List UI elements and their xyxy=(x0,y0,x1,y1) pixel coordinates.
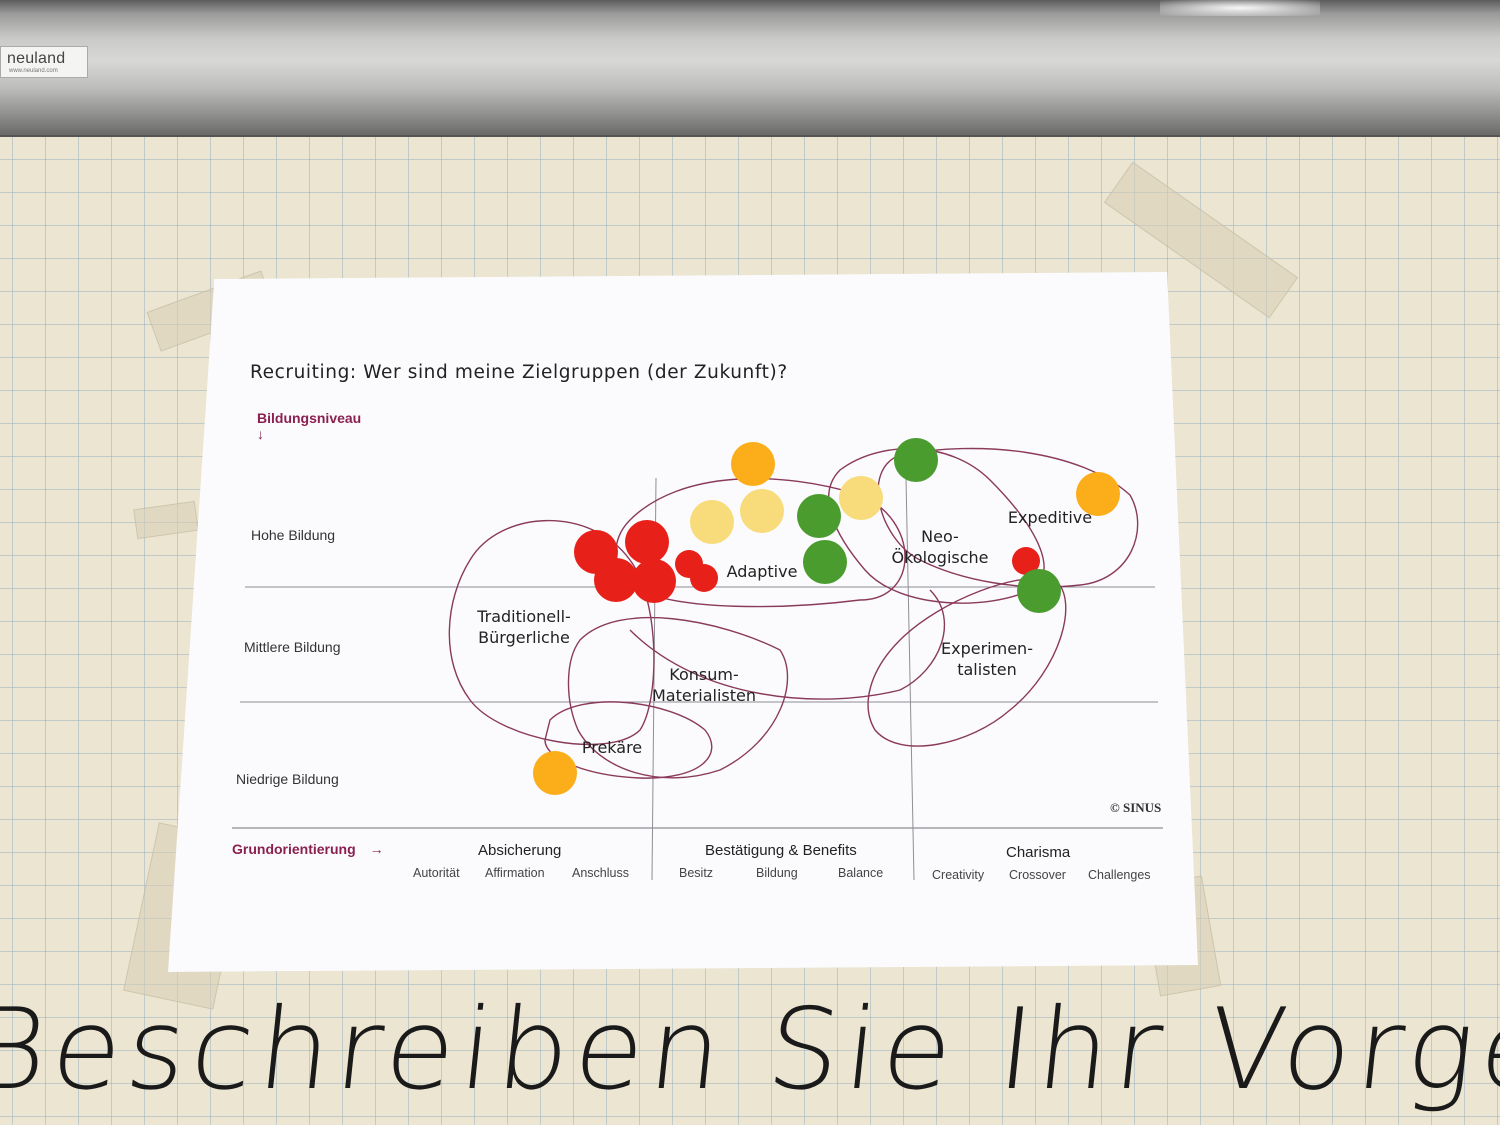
down-arrow-icon: ↓ xyxy=(257,426,264,442)
segment-expeditive: Expeditive xyxy=(1007,508,1093,527)
dot-red xyxy=(632,559,676,603)
row-label-low: Niedrige Bildung xyxy=(236,771,339,787)
column-sub: Bildung xyxy=(756,866,798,880)
dot-orange xyxy=(1076,472,1120,516)
sinus-milieu-poster xyxy=(168,272,1198,972)
dot-green xyxy=(894,438,938,482)
column-sub: Creativity xyxy=(932,868,985,882)
brand-url: www.neuland.com xyxy=(9,68,58,74)
segment-neo: Neo- Ökologische xyxy=(891,527,989,567)
light-glare xyxy=(1160,0,1320,16)
brand-name: neuland xyxy=(7,50,66,67)
dot-green xyxy=(797,494,841,538)
dot-green xyxy=(1017,569,1061,613)
copyright: © SINUS xyxy=(1110,800,1162,815)
column-head-charisma: Charisma xyxy=(1006,844,1071,861)
ellipse-konsum xyxy=(567,616,789,779)
col-divider-2 xyxy=(905,477,915,881)
x-axis-label-text: Grundorientierung xyxy=(232,841,356,857)
column-sub: Autorität xyxy=(413,866,460,880)
dot-orange xyxy=(533,751,577,795)
dot-yellow xyxy=(740,489,784,533)
dot-orange xyxy=(731,442,775,486)
dot-green xyxy=(803,540,847,584)
row-label-high: Hohe Bildung xyxy=(251,527,336,543)
ellipse-experimentalisten xyxy=(867,577,1067,747)
segment-traditionell: Traditionell- Bürgerliche xyxy=(477,607,571,647)
handwritten-heading: Beschreiben Sie Ihr Vorgehen: xyxy=(0,985,1500,1115)
dot-red xyxy=(1012,547,1040,575)
right-arrow-icon: → xyxy=(369,841,384,857)
column-sub: Challenges xyxy=(1088,868,1151,882)
segment-adaptive: Adaptive xyxy=(726,562,798,581)
column-head-absicherung: Absicherung xyxy=(478,842,562,859)
brand-label: neuland www.neuland.com xyxy=(0,46,88,78)
column-sub: Balance xyxy=(838,866,884,880)
column-sub: Crossover xyxy=(1009,868,1066,882)
dot-red xyxy=(625,520,669,564)
ellipse-expeditive xyxy=(877,447,1139,588)
segment-konsum: Konsum- Materialisten xyxy=(651,665,757,705)
y-axis-label-text: Bildungsniveau xyxy=(257,410,362,426)
flipchart-roller xyxy=(0,0,1500,137)
x-axis-label: Grundorientierung → xyxy=(232,841,384,857)
dot-red xyxy=(690,564,718,592)
segment-prekaere: Prekäre xyxy=(581,738,643,757)
dot-yellow xyxy=(690,500,734,544)
sticker-dots xyxy=(533,438,1120,795)
row-label-mid: Mittlere Bildung xyxy=(244,639,341,655)
dot-yellow xyxy=(839,476,883,520)
ellipse-traditionell xyxy=(448,519,655,746)
ellipse-bridge xyxy=(629,589,946,700)
column-head-bestaetigung: Bestätigung & Benefits xyxy=(705,842,857,859)
segment-experimentalisten: Experimen- talisten xyxy=(941,639,1033,679)
column-sub: Anschluss xyxy=(572,866,629,880)
column-sub: Besitz xyxy=(679,866,714,880)
poster-title: Recruiting: Wer sind meine Zielgruppen (… xyxy=(250,362,788,383)
dot-red xyxy=(594,558,638,602)
y-axis-label: Bildungsniveau ↓ xyxy=(257,410,361,442)
column-sub: Affirmation xyxy=(485,866,545,880)
